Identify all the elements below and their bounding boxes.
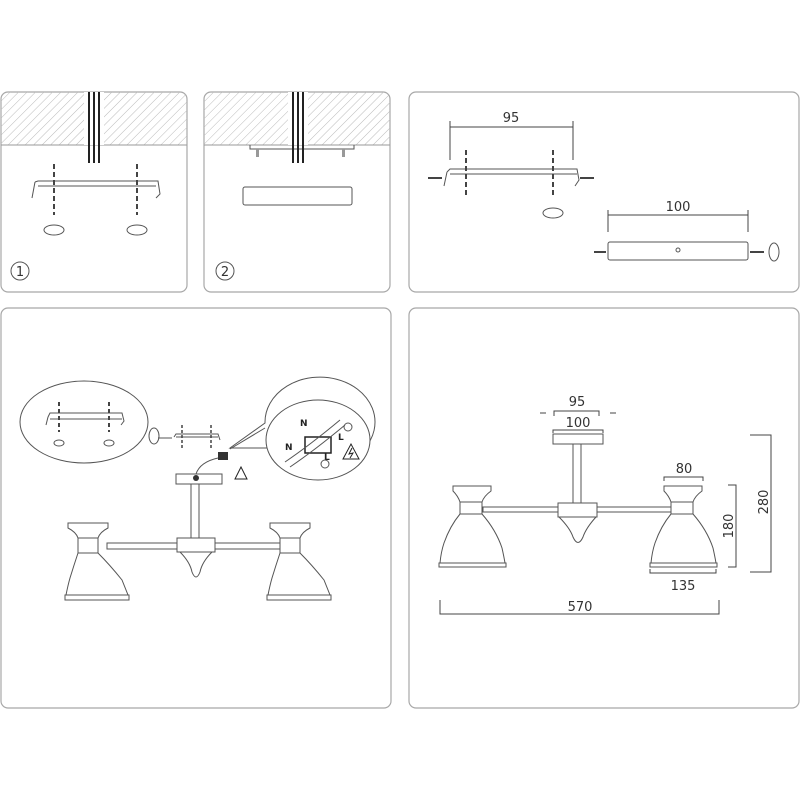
lamp-shade-left — [64, 522, 130, 601]
electric-hazard-icon — [342, 442, 360, 460]
step-number: 1 — [16, 265, 24, 280]
dimension-line — [449, 121, 574, 160]
dimensions-panel: 95 100 80 180 280 135 570 — [408, 307, 800, 709]
rotation-icon — [148, 427, 160, 445]
chandelier-drawing — [438, 433, 718, 568]
ground-icon — [343, 422, 353, 432]
electric-hazard-icon — [234, 465, 248, 480]
terminal-block — [218, 452, 228, 460]
dimension-label: 135 — [671, 579, 696, 594]
ceiling-wires — [88, 92, 100, 163]
step-number-badge — [10, 261, 30, 281]
bracket-detail-callout — [19, 380, 149, 464]
dimension-line — [663, 476, 704, 481]
step-number: 2 — [221, 265, 229, 280]
live-label: L — [324, 453, 330, 463]
bracket-dimensions-panel: 95 100 — [408, 91, 800, 293]
neutral-label: N — [285, 443, 293, 453]
lamp-shade-right — [649, 485, 718, 568]
lamp-shade-left — [438, 485, 507, 568]
dimension-label: 100 — [666, 200, 691, 215]
screw-icon — [53, 164, 138, 215]
dimension-label: 180 — [722, 514, 737, 539]
ground-icon — [320, 459, 330, 469]
dimension-line — [728, 484, 737, 568]
canopy-plate — [607, 241, 749, 261]
dimension-label: 570 — [568, 600, 593, 615]
dimension-line — [750, 434, 772, 573]
wiring-detail-callout: N L N L — [228, 376, 376, 481]
dowel-hole-icon — [43, 224, 65, 236]
mounting-bracket — [443, 168, 580, 187]
dimension-line — [540, 410, 616, 416]
assembly-panel: N L N L — [0, 307, 392, 709]
step-number-badge — [215, 261, 235, 281]
step-1-panel: 1 — [0, 91, 188, 293]
chandelier-drawing — [64, 473, 332, 601]
dimension-label: 95 — [503, 111, 520, 126]
dimension-line — [439, 600, 720, 615]
screwdriver-rotation-icon — [768, 242, 780, 262]
dimension-label: 100 — [566, 416, 591, 431]
ceiling-wires — [292, 92, 304, 163]
dimension-line — [607, 210, 749, 232]
dimension-label: 80 — [676, 462, 693, 477]
dimension-label: 280 — [757, 490, 772, 515]
dimension-label: 95 — [569, 395, 586, 410]
dimension-line — [649, 569, 717, 574]
dimension-line — [552, 429, 604, 433]
neutral-label: N — [300, 419, 308, 429]
dowel-hole-icon — [542, 207, 564, 219]
step-2-panel: 2 — [203, 91, 391, 293]
dowel-hole-icon — [126, 224, 148, 236]
canopy-plate — [242, 186, 353, 206]
mounting-bracket — [31, 180, 161, 199]
lamp-shade-right — [266, 522, 332, 601]
live-label: L — [338, 433, 344, 443]
